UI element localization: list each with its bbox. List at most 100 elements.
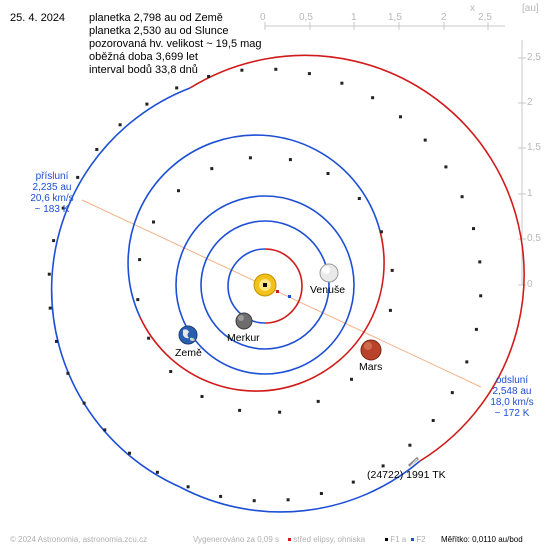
orbit-point xyxy=(390,268,394,272)
earth-icon xyxy=(178,325,198,345)
orbit-point xyxy=(388,308,392,312)
orbit-interval-points xyxy=(47,67,483,503)
y-tick-1: 1 xyxy=(527,188,533,199)
orbit-point xyxy=(47,272,51,276)
orbit-point xyxy=(274,67,278,71)
orbit-point xyxy=(128,451,131,455)
asteroid-icon xyxy=(408,456,419,468)
x-tick-0-5: 0,5 xyxy=(299,12,313,23)
info-line-sun-distance: planetka 2,530 au od Slunce xyxy=(89,25,229,37)
orbit-point xyxy=(444,165,448,169)
y-tick-2-5: 2,5 xyxy=(527,52,541,63)
info-line-interval: interval bodů 33,8 dnů xyxy=(89,64,198,76)
orbit-point xyxy=(307,72,311,76)
orbit-point xyxy=(286,498,290,502)
mars-icon xyxy=(360,339,382,361)
orbit-point xyxy=(472,227,475,231)
x-tick-2: 2 xyxy=(441,12,447,23)
aphelion-temperature: ~ 172 K xyxy=(494,408,530,419)
mars-label: Mars xyxy=(359,361,383,373)
legend-f1-text: F1 a xyxy=(390,535,407,544)
axis-unit-label: [au] xyxy=(522,3,539,14)
orbit-point xyxy=(326,172,330,175)
orbit-point xyxy=(357,197,361,200)
orbit-point xyxy=(76,175,80,179)
orbit-point xyxy=(465,360,469,364)
venus-icon xyxy=(319,263,339,283)
orbit-point xyxy=(371,96,375,100)
orbit-point xyxy=(152,220,155,224)
apsides-line xyxy=(81,199,482,388)
perihelion-distance: 2,235 au xyxy=(32,182,72,193)
asteroid-label: (24722) 1991 TK xyxy=(367,469,446,481)
mercury-label: Merkur xyxy=(227,332,260,344)
orbit-point xyxy=(147,336,151,340)
focus-f2-marker xyxy=(288,295,291,298)
orbit-point xyxy=(248,156,252,160)
perihelion-temperature: ~ 183 K xyxy=(34,204,70,215)
sun-icon xyxy=(253,273,277,297)
aphelion-title: odsluní xyxy=(495,375,529,386)
venus-orbit xyxy=(200,220,330,350)
orbit-point xyxy=(399,115,402,119)
x-tick-1-5: 1,5 xyxy=(388,12,402,23)
orbit-point xyxy=(118,123,122,127)
orbit-point xyxy=(278,410,282,414)
orbit-point xyxy=(381,464,385,468)
date-label: 25. 4. 2024 xyxy=(10,12,66,24)
orbit-point xyxy=(177,189,180,193)
orbit-point xyxy=(136,298,140,302)
generated-time-text: Vygenerováno za 0,09 s xyxy=(193,535,279,544)
mercury-icon xyxy=(235,312,253,330)
orbit-point xyxy=(103,428,107,432)
orbit-point xyxy=(431,419,435,422)
orbit-point xyxy=(350,377,353,381)
ellipse-center-marker xyxy=(276,290,279,293)
orbit-point xyxy=(240,68,244,72)
x-tick-1: 1 xyxy=(351,12,357,23)
orbit-point xyxy=(288,158,292,162)
y-tick-0: 0 xyxy=(527,279,533,290)
legend-f1: F1 a xyxy=(385,535,406,544)
earth-label: Země xyxy=(175,347,202,359)
info-line-period: oběžná doba 3,699 let xyxy=(89,51,198,63)
info-line-magnitude: pozorovaná hv. velikost ~ 19,5 mag xyxy=(89,38,262,50)
y-tick-0-5: 0,5 xyxy=(527,233,541,244)
perihelion-speed: 20,6 km/s xyxy=(30,193,74,204)
x-axis xyxy=(264,22,505,30)
venus-label: Venuše xyxy=(310,284,346,296)
legend-f2-text: F2 xyxy=(416,535,426,544)
perihelion-info: přísluní 2,235 au 20,6 km/s ~ 183 K xyxy=(27,171,77,215)
orbit-point xyxy=(408,443,412,447)
orbit-point xyxy=(478,260,482,264)
earth-orbit xyxy=(175,195,355,375)
y-tick-2: 2 xyxy=(527,97,533,108)
orbit-point xyxy=(460,195,464,199)
orbit-point xyxy=(145,102,149,106)
legend-f1-marker xyxy=(385,538,388,542)
legend-center-text: střed elipsy, ohniska xyxy=(293,535,366,544)
orbit-point xyxy=(82,401,86,405)
aphelion-info: odsluní 2,548 au 18,0 km/s ~ 172 K xyxy=(487,375,537,419)
orbit-point xyxy=(450,391,454,395)
aphelion-speed: 18,0 km/s xyxy=(490,397,534,408)
orbit-point xyxy=(66,371,70,375)
orbit-point xyxy=(52,239,56,243)
orbit-point xyxy=(61,206,65,210)
orbit-point xyxy=(207,75,211,78)
info-line-earth-distance: planetka 2,798 au od Země xyxy=(89,12,223,24)
orbit-point xyxy=(95,148,99,151)
legend-f2-marker xyxy=(411,538,414,542)
y-tick-1-5: 1,5 xyxy=(527,142,541,153)
x-tick-2-5: 2,5 xyxy=(478,12,492,23)
orbit-point xyxy=(175,86,179,90)
legend-center-marker xyxy=(288,538,291,542)
orbit-point xyxy=(169,370,173,373)
asteroid-orbit xyxy=(50,54,525,513)
orbit-point xyxy=(379,230,383,234)
mars-orbit xyxy=(127,134,385,392)
legend-f2: F2 xyxy=(411,535,426,544)
orbit-point xyxy=(55,339,58,343)
